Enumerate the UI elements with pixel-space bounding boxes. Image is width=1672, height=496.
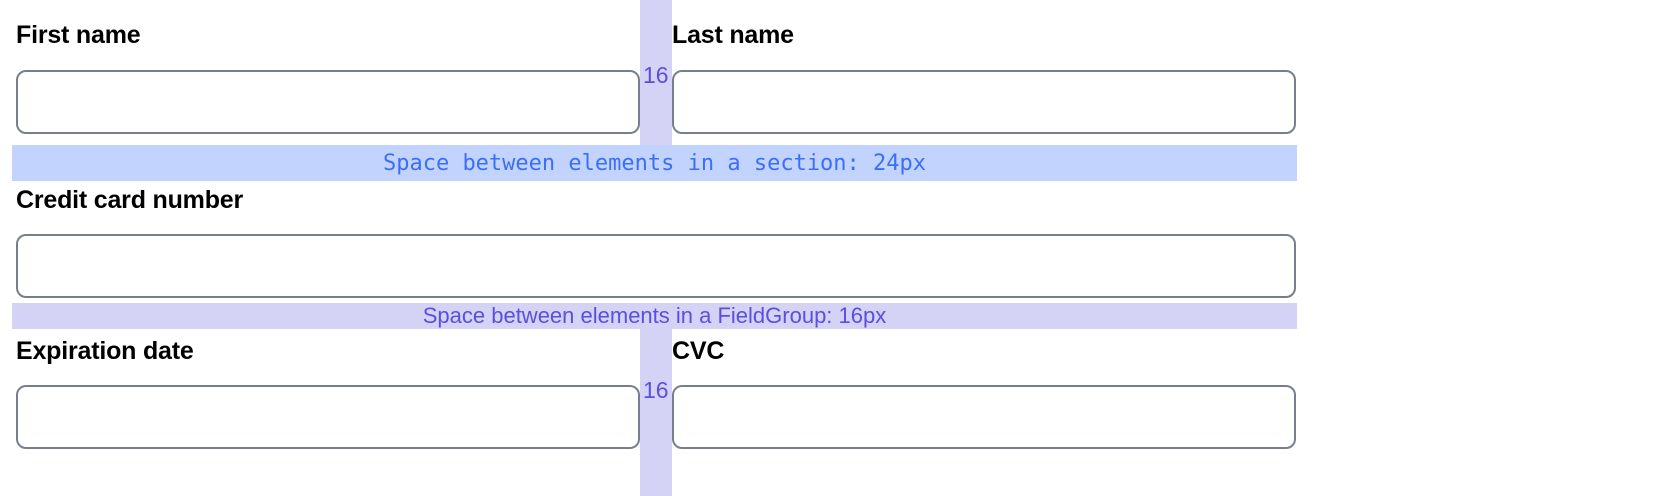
label-first-name: First name <box>16 21 141 49</box>
gutter-strip-name-row <box>640 0 672 145</box>
annotation-band-section-spacing: Space between elements in a section: 24p… <box>12 145 1297 181</box>
label-credit-card-number: Credit card number <box>16 186 244 214</box>
annotation-band-section-spacing-text: Space between elements in a section: 24p… <box>382 150 927 176</box>
input-cvc[interactable] <box>672 385 1296 449</box>
gutter-label-name-row: 16 <box>643 62 669 88</box>
input-last-name[interactable] <box>672 70 1296 134</box>
annotation-band-fieldgroup-spacing: Space between elements in a FieldGroup: … <box>12 303 1297 329</box>
label-last-name: Last name <box>672 21 794 49</box>
gutter-label-expiry-cvc-row: 16 <box>643 377 669 403</box>
label-cvc: CVC <box>672 337 725 365</box>
input-credit-card-number[interactable] <box>16 234 1296 298</box>
annotation-band-fieldgroup-spacing-text: Space between elements in a FieldGroup: … <box>422 303 887 328</box>
input-expiration-date[interactable] <box>16 385 640 449</box>
gutter-strip-expiry-cvc-row <box>640 329 672 496</box>
input-first-name[interactable] <box>16 70 640 134</box>
label-expiration-date: Expiration date <box>16 337 194 365</box>
